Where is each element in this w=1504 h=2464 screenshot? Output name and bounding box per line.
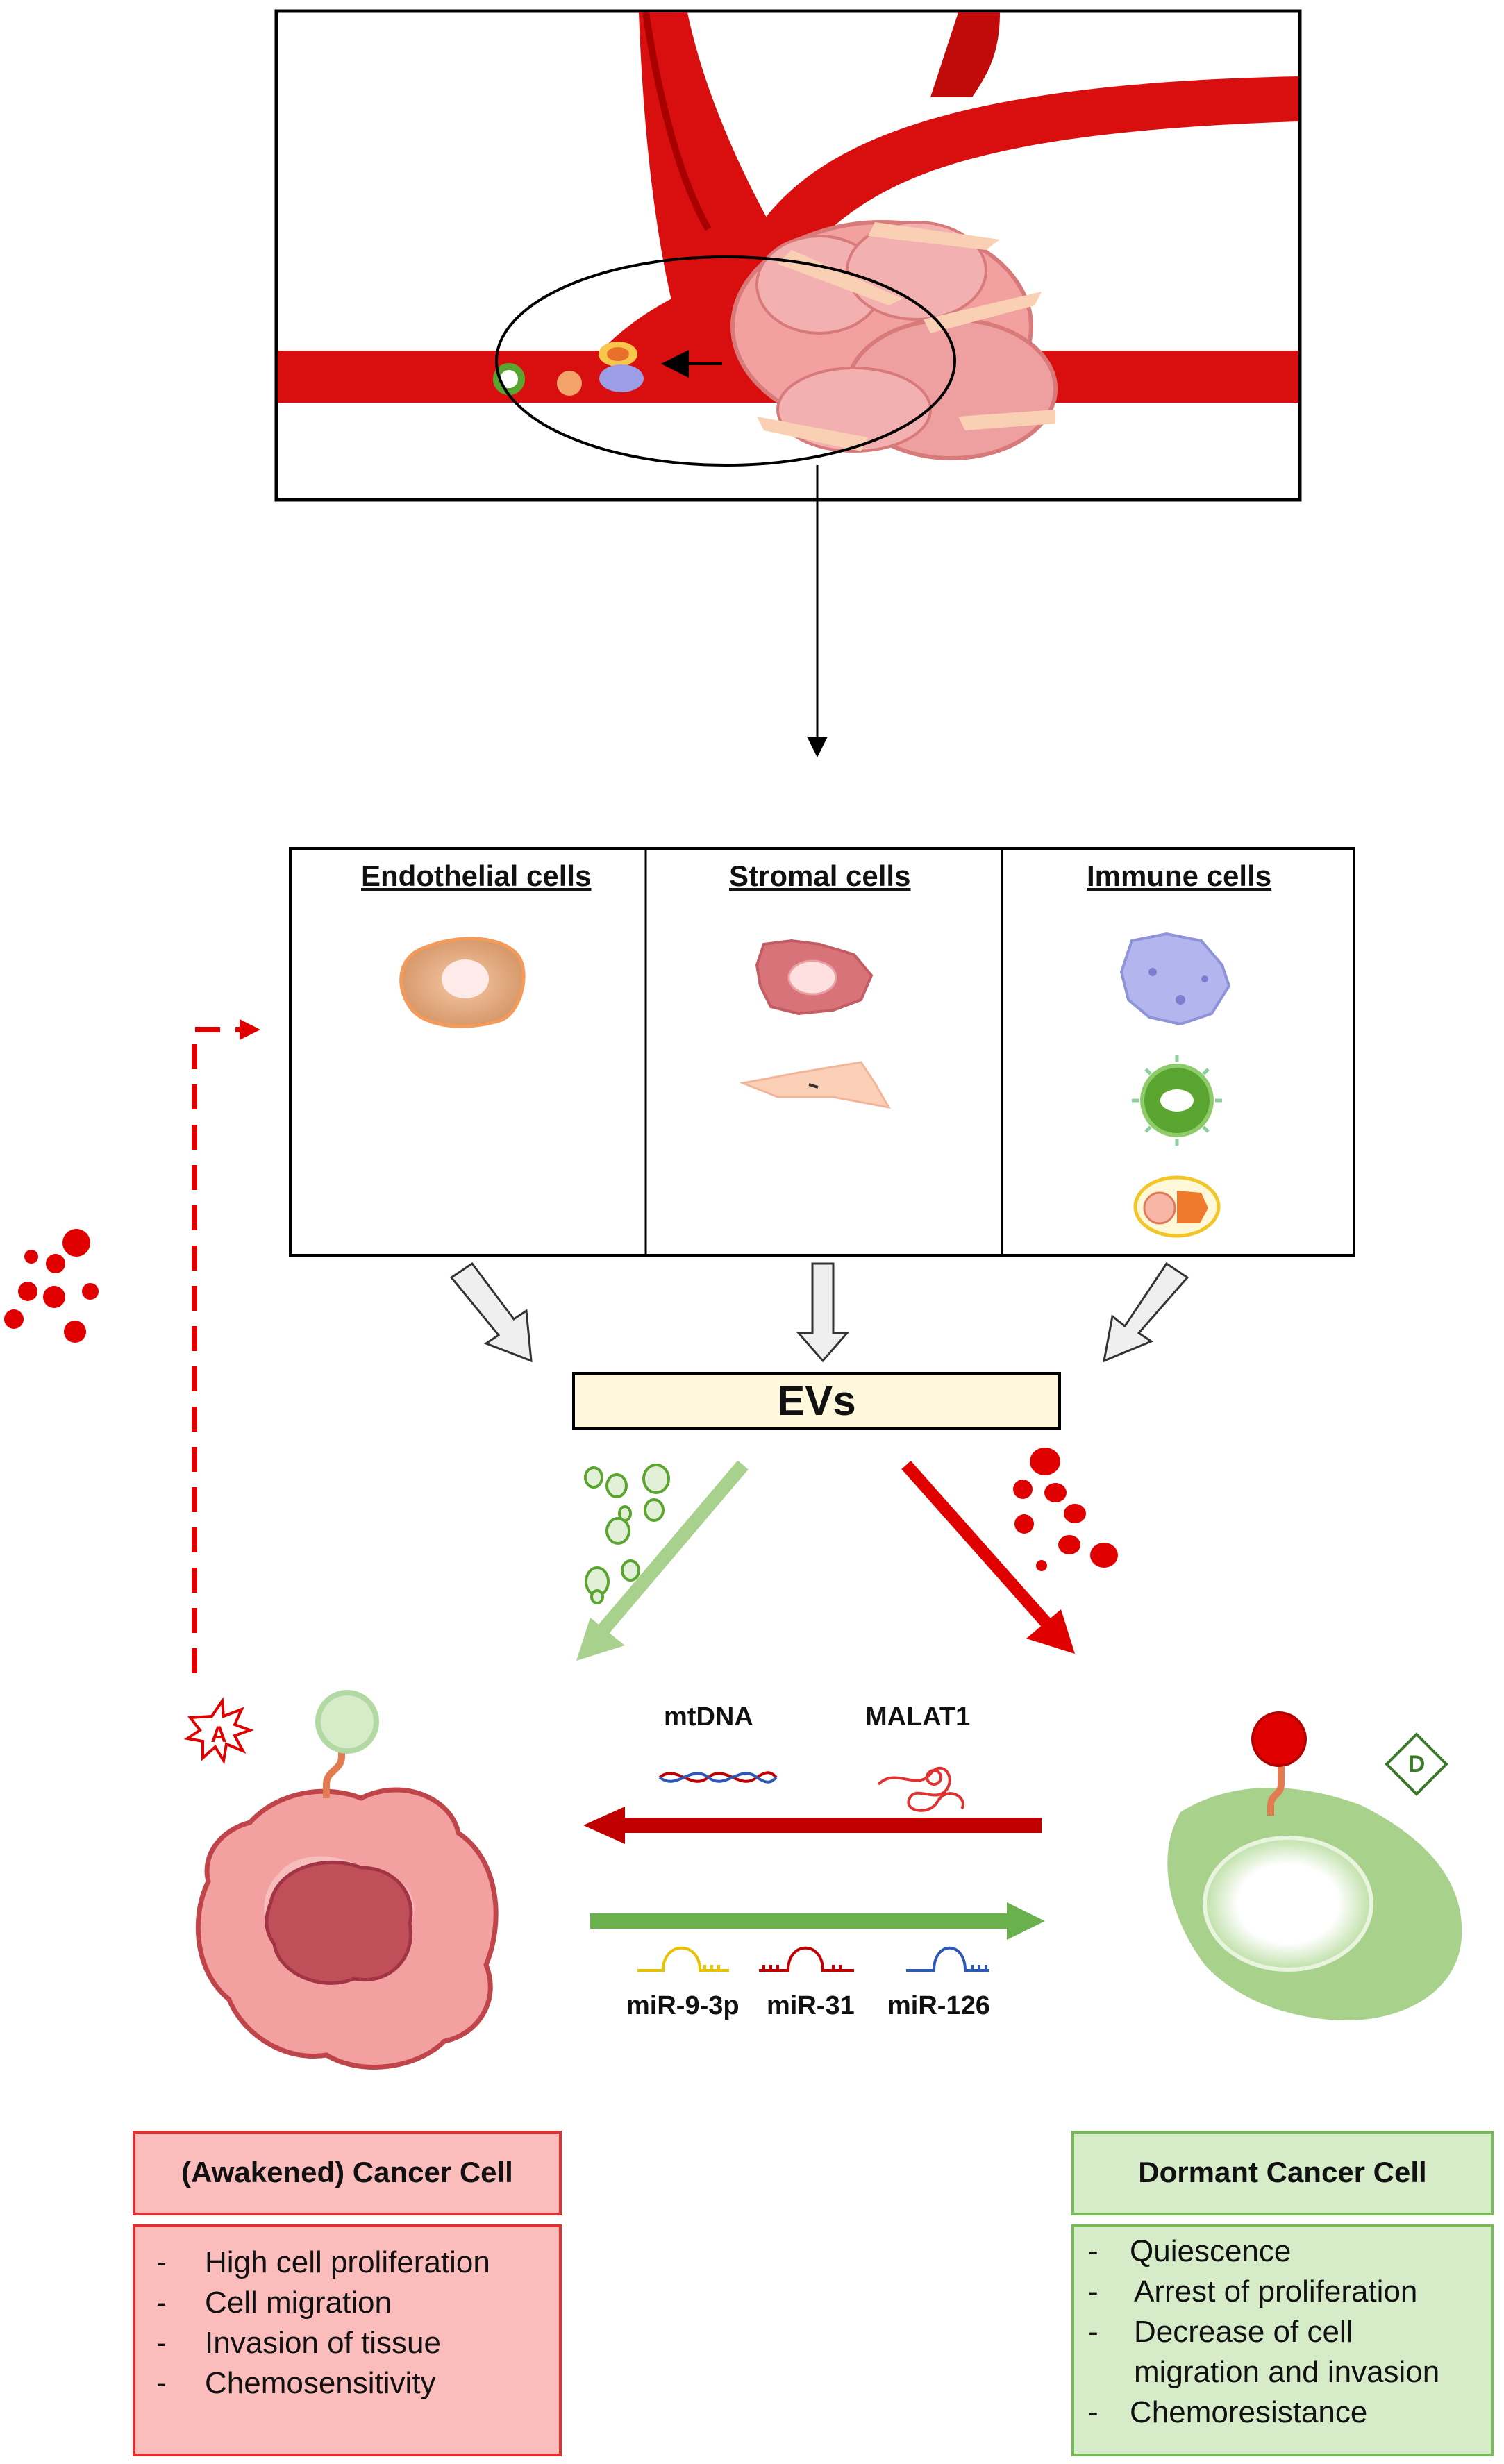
- vessel-cells: [493, 342, 644, 396]
- zoom-circle: [495, 255, 956, 467]
- dormant-to-awakened-arrow: [583, 1807, 1042, 1844]
- dormant-trait-continuation: migration and invasion: [1134, 2355, 1440, 2389]
- mir-9-3p-label: miR-9-3p: [626, 1991, 740, 2020]
- mtdna-label: mtDNA: [664, 1702, 753, 1732]
- fibroblast-icon: [739, 1061, 891, 1109]
- evs-label: EVs: [777, 1377, 856, 1424]
- dormant-cancer-cell: [1167, 1711, 1462, 2020]
- awakened-marker-label: A: [210, 1722, 227, 1747]
- awakened-cancer-cell: [195, 1690, 499, 2070]
- immune-cells-header: Immune cells: [1087, 860, 1272, 892]
- awakened-trait: High cell proliferation: [142, 2243, 490, 2283]
- lymphocyte-icon: [1132, 1055, 1222, 1146]
- awakened-marker-icon: [183, 1697, 254, 1765]
- awakened-trait: Chemosensitivity: [142, 2363, 490, 2404]
- awakened-trait: Cell migration: [142, 2283, 490, 2323]
- mtdna-icon: [658, 1771, 778, 1784]
- endothelial-cells-header: Endothelial cells: [361, 860, 592, 892]
- mir-31-icon: [759, 1946, 854, 1972]
- stromal-cell-icon: [755, 939, 874, 1016]
- mir-126-icon: [906, 1946, 989, 1972]
- dormant-trait: -Arrest of proliferation: [1088, 2274, 1418, 2308]
- dormant-info-box: [1071, 2131, 1494, 2456]
- dormant-trait: -Decrease of cell: [1088, 2315, 1353, 2349]
- dormant-marker-label: D: [1407, 1751, 1426, 1777]
- tumor-mass: [730, 220, 1058, 460]
- awakened-trait: Invasion of tissue: [142, 2323, 490, 2363]
- table-to-evs-arrows: [449, 1262, 1189, 1363]
- dormant-trait: -Quiescence: [1088, 2234, 1292, 2268]
- evs-to-awakened-arrow: [576, 1460, 749, 1661]
- red-ev-cluster: [1013, 1448, 1118, 1571]
- stromal-cells-header: Stromal cells: [729, 860, 911, 892]
- mir-31-label: miR-31: [767, 1991, 855, 2020]
- evs-to-dormant-arrow: [901, 1461, 1075, 1654]
- green-ev-cluster: [584, 1464, 670, 1604]
- endothelial-cell-icon: [399, 937, 526, 1028]
- awakened-box-title: (Awakened) Cancer Cell: [181, 2156, 513, 2188]
- left-red-ev-cluster: [4, 1229, 99, 1343]
- awakened-traits-list: High cell proliferation Cell migration I…: [142, 2243, 490, 2404]
- dormant-box-title: Dormant Cancer Cell: [1138, 2156, 1427, 2188]
- dormant-traits-list: -Quiescence -Arrest of proliferation -De…: [1073, 2231, 1492, 2433]
- feedback-dashed-arrow: [192, 1019, 260, 1673]
- macrophage-icon: [1119, 932, 1231, 1026]
- dormant-marker-icon: [1385, 1732, 1448, 1796]
- dormant-trait: -Chemoresistance: [1088, 2395, 1368, 2429]
- vessel-panel: [274, 9, 1302, 502]
- neutrophil-icon: [1133, 1175, 1221, 1238]
- malat1-label: MALAT1: [865, 1702, 971, 1732]
- evs-box: [572, 1372, 1061, 1430]
- mir-9-3p-icon: [637, 1946, 729, 1972]
- awakened-to-dormant-arrow: [590, 1902, 1045, 1940]
- mir-126-label: miR-126: [887, 1991, 990, 2020]
- malat1-icon: [877, 1766, 964, 1812]
